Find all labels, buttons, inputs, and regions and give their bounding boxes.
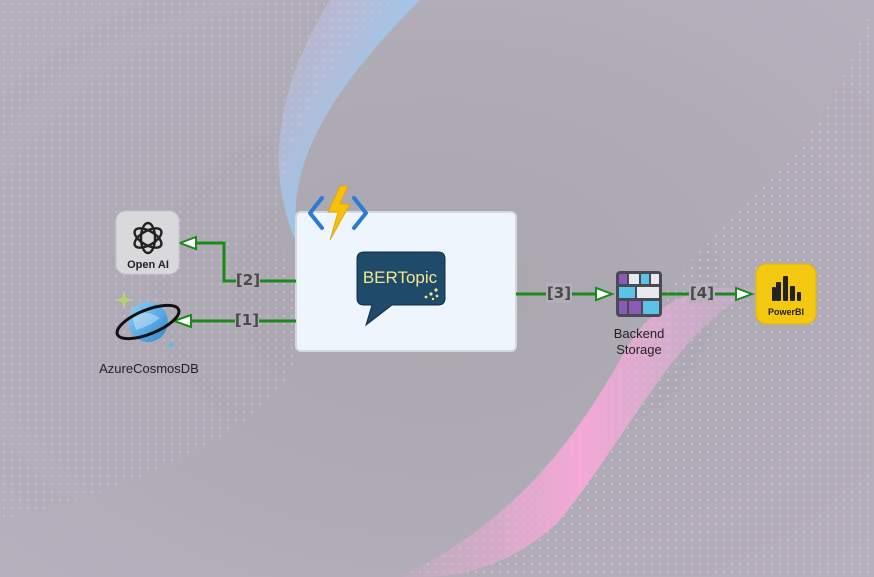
- edge-3-label: [3]: [547, 284, 571, 302]
- edge-1: [1]: [170, 309, 296, 329]
- storage-label-line1: Backend: [614, 326, 665, 341]
- edge-3: [3]: [516, 283, 615, 303]
- edge-1-label: [1]: [235, 311, 259, 329]
- edge-2-label: [2]: [236, 271, 260, 289]
- backend-storage-node[interactable]: Backend Storage: [614, 271, 665, 357]
- storage-label-line2: Storage: [616, 342, 662, 357]
- powerbi-icon: [772, 276, 801, 301]
- cosmosdb-node[interactable]: AzureCosmosDB: [99, 292, 199, 376]
- edge-2: [2]: [177, 235, 296, 290]
- storage-icon: [616, 271, 662, 317]
- powerbi-node[interactable]: PowerBI: [755, 263, 817, 325]
- background-dots-right: [400, 0, 874, 577]
- azure-function-icon: [308, 185, 368, 241]
- cosmosdb-label: AzureCosmosDB: [99, 361, 199, 376]
- background-wave-blue: [278, 0, 420, 250]
- openai-icon: [133, 221, 163, 255]
- powerbi-label: PowerBI: [768, 307, 804, 317]
- bertopic-icon: BERTopic: [356, 251, 446, 327]
- edge-4-label: [4]: [690, 284, 714, 302]
- bertopic-label: BERTopic: [363, 268, 438, 287]
- openai-label: Open AI: [127, 259, 169, 271]
- cosmosdb-icon: [115, 292, 181, 350]
- background-dots-left: [0, 0, 400, 520]
- edge-4: [4]: [662, 283, 755, 303]
- background-wave-pink: [400, 287, 760, 577]
- openai-node[interactable]: Open AI: [115, 210, 180, 275]
- openai-tile: [115, 210, 180, 275]
